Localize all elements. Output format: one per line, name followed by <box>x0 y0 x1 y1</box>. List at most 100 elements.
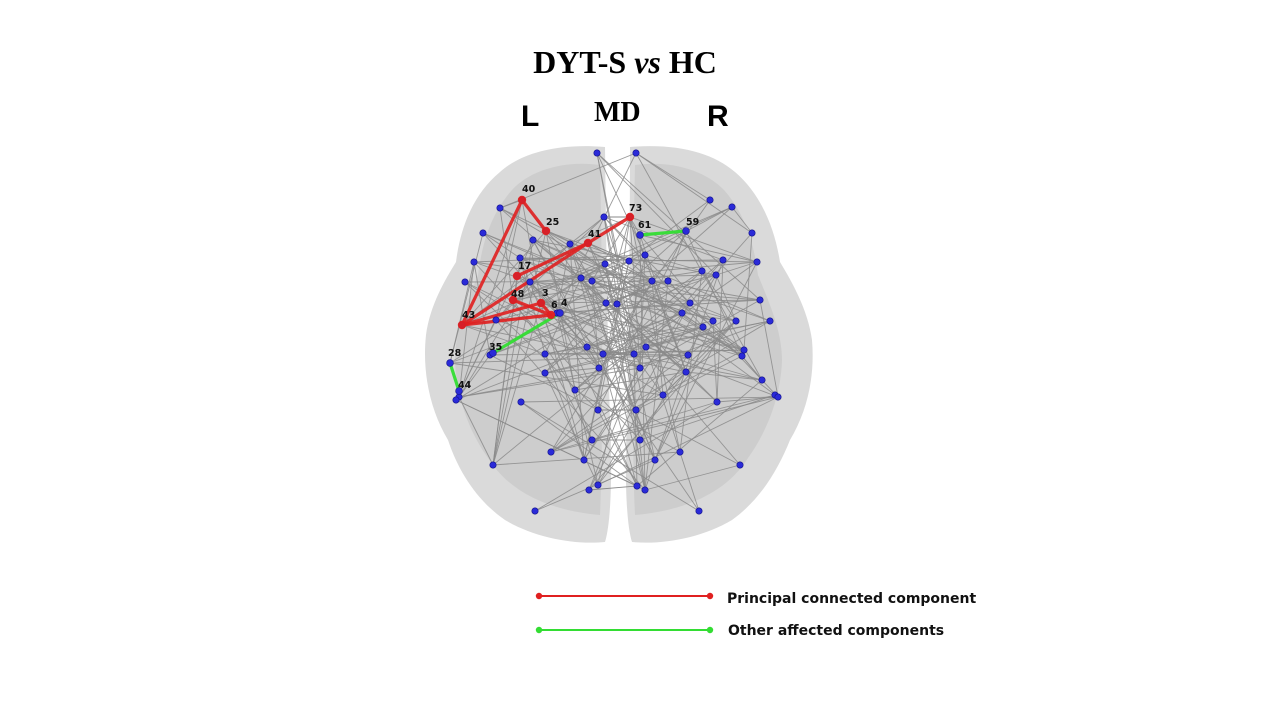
other-component-edge <box>638 229 688 237</box>
region-node <box>452 396 460 404</box>
connection-edge <box>455 280 653 401</box>
connection-edge <box>591 394 776 441</box>
region-node <box>756 296 764 304</box>
node-label: 17 <box>518 261 531 272</box>
principal-component-edge <box>460 313 553 327</box>
connection-edge <box>544 326 704 355</box>
region-node <box>492 316 500 324</box>
connection-edge <box>544 353 585 461</box>
region-node <box>753 258 761 266</box>
connection-edge <box>597 230 687 411</box>
region-node <box>709 317 717 325</box>
region-node <box>682 368 690 376</box>
region-node <box>636 364 644 372</box>
title-vs: vs <box>634 44 661 80</box>
connection-edge <box>635 152 711 201</box>
connection-edge <box>492 239 534 466</box>
title-group-b: HC <box>660 44 717 80</box>
legend-marker <box>706 626 714 634</box>
connection-edge <box>580 260 630 279</box>
connection-edge <box>464 281 600 369</box>
connection-edge <box>464 281 641 369</box>
connection-edge <box>458 261 475 398</box>
region-node <box>648 277 656 285</box>
region-node <box>633 482 641 490</box>
connection-edge <box>499 207 514 301</box>
region-node <box>571 386 579 394</box>
legend-lines <box>535 592 714 634</box>
region-node <box>678 309 686 317</box>
connection-edge <box>654 320 714 461</box>
connection-edge <box>556 199 711 314</box>
connection-edge <box>596 152 646 256</box>
highlighted-edges <box>448 198 688 393</box>
other-component-edge <box>491 311 562 355</box>
region-node <box>766 317 774 325</box>
connection-edge <box>550 320 771 453</box>
connection-edge <box>602 312 683 355</box>
region-node <box>517 398 525 406</box>
region-node <box>601 260 609 268</box>
node-label: 73 <box>629 203 642 214</box>
region-node <box>547 448 555 456</box>
affected-node <box>446 359 454 367</box>
connection-edge <box>629 216 681 453</box>
connection-edge <box>455 399 646 491</box>
connection-edge <box>605 302 689 356</box>
connection-edge <box>449 354 689 364</box>
figure-title: DYT-S vs HC <box>0 44 1250 81</box>
region-node <box>738 352 746 360</box>
connection-edge <box>464 280 669 283</box>
node-label: 61 <box>638 220 651 231</box>
connection-edge <box>586 312 683 348</box>
connection-edge <box>520 401 638 487</box>
region-node <box>583 343 591 351</box>
connection-edge <box>715 274 737 322</box>
connection-edge <box>743 232 753 351</box>
region-node <box>470 258 478 266</box>
connection-edge <box>516 275 600 369</box>
region-node <box>676 448 684 456</box>
connection-edge <box>534 401 718 512</box>
connection-edge <box>645 259 724 348</box>
region-node <box>600 213 608 221</box>
legend-marker <box>535 592 543 600</box>
region-node <box>625 257 633 265</box>
connection-edge <box>492 275 518 466</box>
region-node <box>659 391 667 399</box>
connection-edge <box>635 409 741 466</box>
connection-edge <box>492 230 547 466</box>
connection-edge <box>574 261 758 391</box>
connection-edge <box>499 207 687 373</box>
principal-node <box>546 310 556 320</box>
connection-edge <box>521 199 542 304</box>
connection-edge <box>532 239 717 276</box>
region-nodes <box>446 149 782 515</box>
region-node <box>529 236 537 244</box>
region-node <box>686 299 694 307</box>
node-label: 6 <box>551 300 558 311</box>
region-node <box>602 299 610 307</box>
region-node <box>461 278 469 286</box>
connection-edge <box>635 355 743 411</box>
connection-edge <box>556 312 638 487</box>
connection-edge <box>461 324 546 355</box>
principal-component-edge <box>460 241 590 327</box>
principal-node <box>457 320 467 330</box>
title-group-a: DYT-S <box>533 44 635 80</box>
region-node <box>593 149 601 157</box>
region-node <box>630 350 638 358</box>
region-node <box>496 204 504 212</box>
connection-edge <box>628 260 653 282</box>
connection-edge <box>639 394 776 441</box>
node-label: 28 <box>448 348 462 359</box>
region-node <box>588 436 596 444</box>
connection-edge <box>702 326 745 351</box>
affected-node <box>489 349 497 357</box>
connection-edge <box>545 230 743 357</box>
region-node <box>595 364 603 372</box>
region-node <box>698 267 706 275</box>
connection-edge <box>645 346 700 512</box>
connection-edge <box>639 320 771 369</box>
